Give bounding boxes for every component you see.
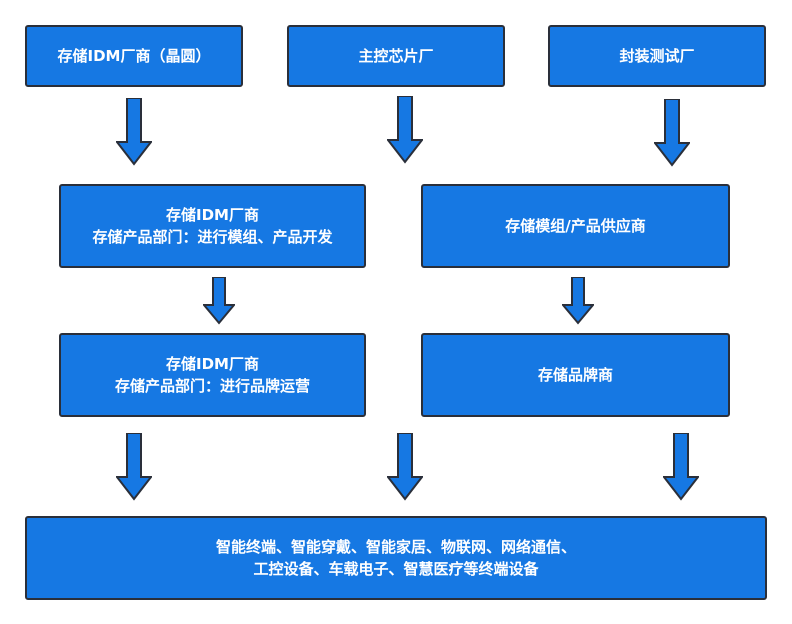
idm-module-box: 存储IDM厂商 存储产品部门：进行模组、产品开发 <box>59 184 366 268</box>
down-arrow-7 <box>387 433 423 501</box>
idm-brand-label-line2: 存储产品部门：进行品牌运营 <box>114 377 310 395</box>
down-arrow-1 <box>116 98 152 166</box>
down-arrow-2 <box>387 96 423 164</box>
down-arrow-4 <box>203 277 235 325</box>
applications-label-line1: 智能终端、智能穿戴、智能家居、物联网、网络通信、 <box>215 538 576 556</box>
down-arrow-5 <box>562 277 594 325</box>
idm-brand-box: 存储IDM厂商 存储产品部门：进行品牌运营 <box>59 333 366 417</box>
applications-label-line2: 工控设备、车载电子、智慧医疗等终端设备 <box>253 560 539 578</box>
down-arrow-8 <box>663 433 699 501</box>
storage-brand-label: 存储品牌商 <box>537 366 613 384</box>
module-supplier-box: 存储模组/产品供应商 <box>421 184 730 268</box>
idm-module-label-line1: 存储IDM厂商 <box>166 206 259 224</box>
idm-wafer-box: 存储IDM厂商（晶圆） <box>25 25 243 87</box>
idm-brand-label-line1: 存储IDM厂商 <box>166 355 259 373</box>
storage-brand-box: 存储品牌商 <box>421 333 730 417</box>
down-arrow-6 <box>116 433 152 501</box>
controller-chip-label: 主控芯片厂 <box>358 47 434 65</box>
down-arrow-3 <box>654 99 690 167</box>
packaging-test-box: 封装测试厂 <box>548 25 766 87</box>
idm-module-label-line2: 存储产品部门：进行模组、产品开发 <box>92 228 333 246</box>
idm-wafer-label: 存储IDM厂商（晶圆） <box>57 47 211 65</box>
controller-chip-box: 主控芯片厂 <box>287 25 505 87</box>
module-supplier-label: 存储模组/产品供应商 <box>505 217 646 235</box>
applications-box: 智能终端、智能穿戴、智能家居、物联网、网络通信、 工控设备、车载电子、智慧医疗等… <box>25 516 767 600</box>
packaging-test-label: 封装测试厂 <box>619 47 695 65</box>
